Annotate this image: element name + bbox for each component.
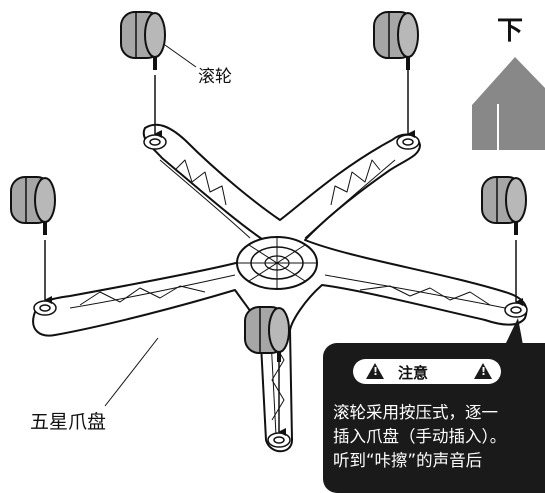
- caster-3: [10, 176, 56, 235]
- notice-line: 插入爪盘（手动插入）。: [333, 427, 507, 446]
- socket-2: [396, 134, 420, 150]
- base-label-leader: [104, 337, 159, 407]
- warning-icon: !: [366, 363, 384, 379]
- notice-title: 注意: [398, 364, 429, 382]
- caster-4: [481, 176, 527, 235]
- caster-1: [120, 11, 166, 70]
- socket-5: [267, 432, 291, 448]
- caster-2: [373, 11, 419, 70]
- warning-icon: !: [474, 363, 492, 379]
- star-base-label: 五星爪盘: [30, 411, 107, 433]
- caster-5: [244, 306, 290, 362]
- center-hub: [236, 236, 318, 290]
- caster-label-leader: [164, 44, 197, 68]
- caster-label: 滚轮: [198, 67, 232, 87]
- socket-1: [143, 134, 167, 150]
- assembly-diagram: [10, 11, 545, 453]
- insert-arrows: [44, 70, 523, 436]
- notice-line: 滚轮采用按压式，逐一: [333, 403, 498, 422]
- down-label: 下: [497, 16, 524, 46]
- socket-4: [504, 302, 528, 318]
- notice-line: 听到“咔擦”的声音后: [333, 451, 483, 470]
- socket-3: [33, 300, 57, 316]
